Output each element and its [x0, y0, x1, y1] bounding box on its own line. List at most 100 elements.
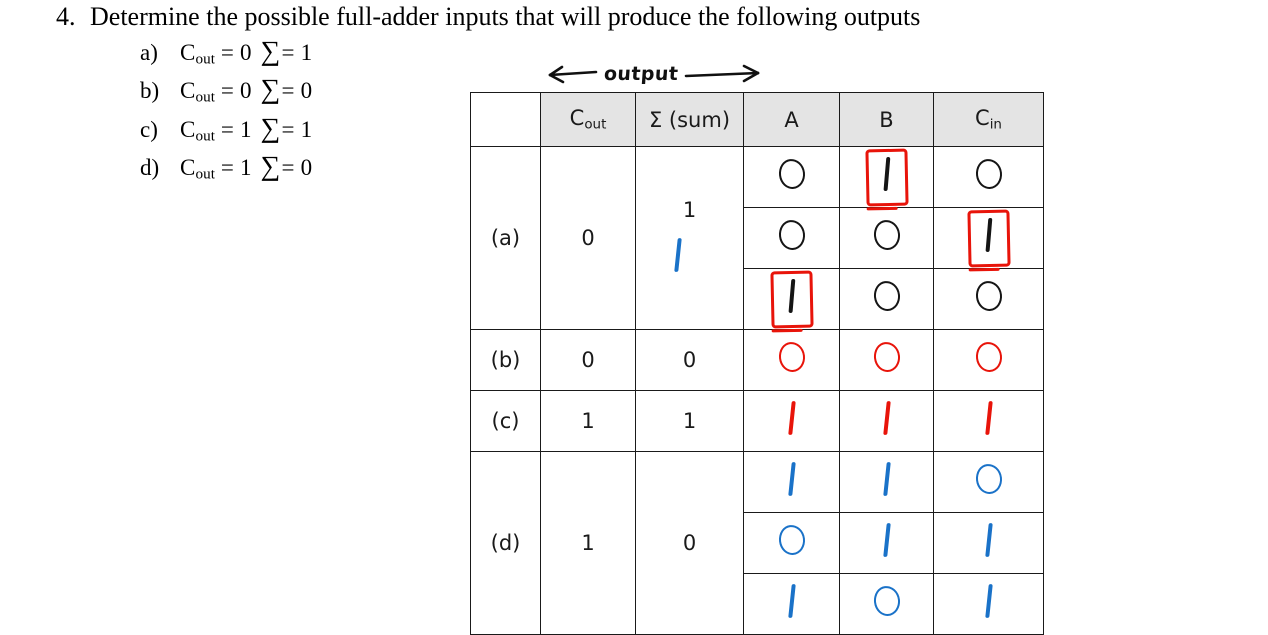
cin-handwritten-zero	[974, 157, 1003, 195]
sum-value: 1	[635, 146, 744, 330]
zero-glyph	[974, 340, 1003, 374]
sum-value: 0	[635, 451, 744, 635]
a-input-cell	[743, 390, 840, 452]
cin-input-cell	[933, 573, 1044, 635]
sum-value: 0	[635, 329, 744, 391]
one-glyph	[984, 400, 993, 436]
option-letter: a)	[140, 40, 158, 65]
cin-handwritten-one	[984, 583, 993, 624]
b-input-cell	[839, 512, 934, 574]
header-cout-main: C	[569, 106, 585, 131]
b-input-cell	[839, 451, 934, 513]
option-cout-value: = 0	[214, 40, 258, 65]
table-row	[471, 207, 1044, 269]
sigma-icon: ∑	[260, 73, 281, 105]
cin-input-cell	[933, 146, 1044, 208]
zero-glyph	[777, 340, 806, 374]
b-input-cell	[839, 268, 934, 330]
zero-glyph	[777, 218, 806, 252]
table-row	[471, 512, 1044, 574]
zero-glyph	[777, 157, 806, 191]
option-expression: Cout = 1 ∑= 0	[180, 149, 312, 189]
table-header: Cout Σ (sum) A B Cin	[470, 92, 1044, 147]
output-annotation-label: output	[603, 63, 679, 85]
zero-glyph	[777, 523, 806, 557]
row-label-d: (d)	[470, 451, 541, 635]
option-row: a)Cout = 0 ∑= 1	[140, 36, 1186, 74]
cin-red-highlight-box	[966, 209, 1011, 267]
option-cout-label: C	[180, 116, 196, 142]
a-input-cell	[743, 329, 840, 391]
b-input-cell	[839, 146, 934, 208]
sum-printed-value: 1	[682, 409, 697, 433]
one-glyph	[787, 461, 796, 497]
cin-input-cell	[933, 390, 1044, 452]
cin-handwritten-one	[984, 522, 993, 563]
header-b: B	[839, 92, 934, 147]
cout-value: 1	[540, 451, 636, 635]
option-sum-value: = 1	[281, 116, 313, 142]
one-glyph	[984, 522, 993, 558]
table-row: (a)0 1	[470, 146, 1044, 330]
option-row: d) Cout = 1 ∑= 0	[140, 149, 1186, 189]
option-cout-value: = 1	[214, 116, 258, 142]
b-handwritten-one	[864, 148, 909, 206]
one-glyph	[882, 461, 891, 497]
zero-glyph	[872, 218, 901, 252]
sum-handwritten-one	[673, 237, 682, 278]
option-cout-sub: out	[195, 165, 215, 183]
option-sum-value: = 1	[281, 40, 313, 65]
a-handwritten-one	[787, 400, 796, 441]
b-input-cell	[839, 390, 934, 452]
b-handwritten-one	[882, 522, 891, 563]
one-glyph	[788, 278, 795, 313]
option-cout-sub: out	[195, 88, 215, 106]
row-label-c: (c)	[470, 390, 541, 452]
zero-glyph	[974, 462, 1003, 496]
header-cout-sub: out	[584, 117, 607, 133]
b-handwritten-one	[882, 400, 891, 441]
a-handwritten-one	[787, 461, 796, 502]
zero-glyph	[872, 340, 901, 374]
header-corner-blank	[470, 92, 541, 147]
b-handwritten-one	[882, 461, 891, 502]
table-row	[471, 268, 1044, 330]
option-cout-value: = 1	[214, 154, 258, 180]
cin-handwritten-one	[966, 209, 1011, 267]
question-heading: 4. Determine the possible full-adder inp…	[56, 0, 1186, 34]
a-input-cell	[743, 207, 840, 269]
a-input-cell	[743, 268, 840, 330]
header-cin-sub: in	[989, 117, 1002, 133]
option-letter: d)	[140, 154, 160, 180]
cout-value: 0	[540, 329, 636, 391]
b-handwritten-zero	[872, 584, 901, 622]
sum-handwritten-annotation	[612, 237, 743, 278]
cout-value: 1	[540, 390, 636, 452]
cin-input-cell	[933, 512, 1044, 574]
a-handwritten-one	[769, 270, 814, 328]
header-sum: Σ (sum)	[635, 92, 744, 147]
option-cout-label: C	[180, 78, 196, 104]
option-expression: Cout = 1 ∑= 1	[180, 112, 313, 151]
zero-glyph	[974, 157, 1003, 191]
option-cout-label: C	[180, 154, 196, 180]
header-cin: Cin	[933, 92, 1044, 147]
sigma-icon: ∑	[260, 35, 281, 66]
one-glyph	[985, 217, 992, 252]
sigma-icon: ∑	[260, 149, 281, 181]
option-cout-sub: out	[195, 126, 215, 144]
header-cout: Cout	[540, 92, 636, 147]
option-cout-label: C	[180, 40, 196, 65]
one-glyph	[787, 400, 796, 436]
b-input-cell	[839, 573, 934, 635]
cin-handwritten-zero	[974, 462, 1003, 500]
a-input-cell	[743, 512, 840, 574]
cout-value: 0	[540, 146, 636, 330]
question-number: 4.	[56, 2, 76, 31]
row-label-a: (a)	[470, 146, 541, 330]
sum-printed-value: 1	[682, 198, 697, 222]
